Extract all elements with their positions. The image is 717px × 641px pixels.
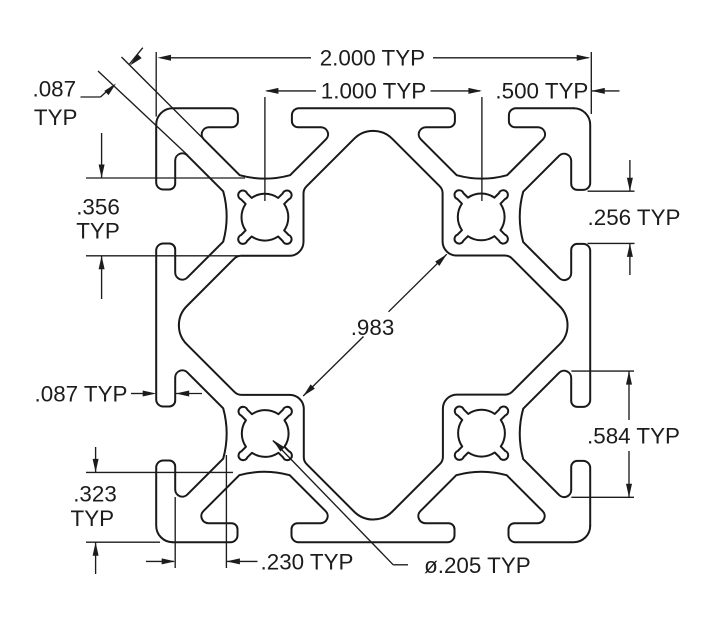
svg-text:.500 TYP: .500 TYP [495,79,588,104]
svg-text:TYP: TYP [34,105,78,130]
svg-text:2.000 TYP: 2.000 TYP [320,46,425,71]
svg-text:.087 TYP: .087 TYP [35,381,128,406]
svg-text:.983: .983 [351,315,395,340]
svg-text:.356: .356 [76,195,120,220]
svg-text:ø.205 TYP: ø.205 TYP [424,553,531,578]
svg-text:1.000 TYP: 1.000 TYP [321,79,426,104]
svg-text:.230 TYP: .230 TYP [261,549,354,574]
svg-text:.256 TYP: .256 TYP [588,205,681,230]
svg-text:.087: .087 [33,76,77,101]
svg-text:TYP: TYP [71,506,115,531]
svg-text:.323: .323 [73,481,117,506]
svg-text:TYP: TYP [76,218,120,243]
svg-text:.584 TYP: .584 TYP [587,423,680,448]
